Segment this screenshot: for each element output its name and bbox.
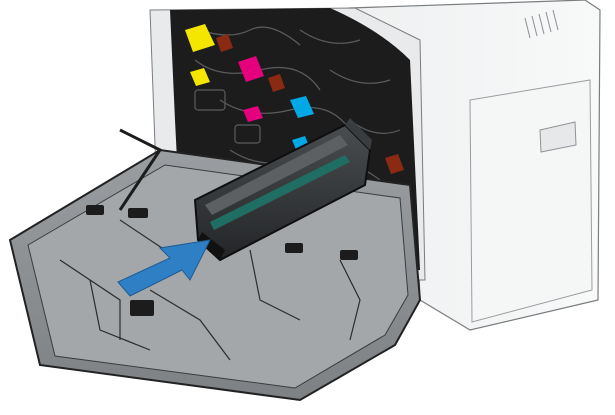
toner-cartridge-icon [193,118,372,262]
insert-arrow-icon [117,239,211,297]
door-latches [86,205,358,316]
front-door-open [8,128,422,402]
vent-slots [524,9,559,39]
